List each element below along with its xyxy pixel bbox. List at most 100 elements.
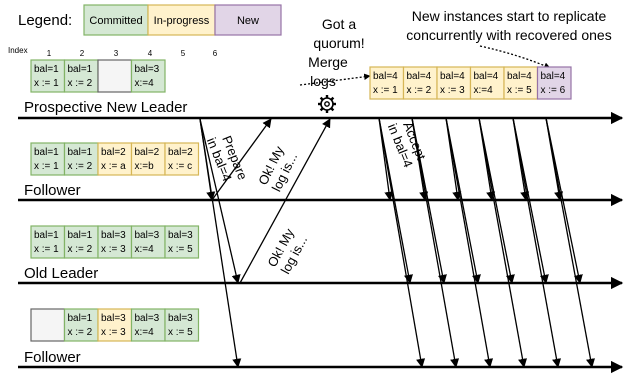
lane-4-cell [30,308,66,342]
lane-2-cell: bal=1x := 1 [30,142,66,176]
cell-ballot: bal=3 [135,64,160,75]
lane-1-cell: bal=1x := 2 [63,59,99,93]
cell-value: x := 1 [34,78,59,89]
accept-arrow [478,117,528,368]
log-cell-box [30,308,66,342]
promise-arrow-old-leader [239,118,331,284]
replicate-note-arrow [479,45,551,69]
legend-swatch [147,4,216,36]
index-number: 4 [148,49,153,58]
cell-ballot: bal=1 [68,147,93,158]
cell-value: x := 3 [101,244,126,255]
index-number: 2 [80,49,85,58]
cell-value: x := c [168,161,192,172]
lane-label-prospective-leader: Prospective New Leader [24,99,187,116]
cell-ballot: bal=2 [135,147,160,158]
lane-3-cell: bal=1 x := 1 [30,225,66,259]
accept-arrow [411,117,460,368]
lane-3-cell: bal=1x := 2 [63,225,99,259]
index-number: 1 [47,49,52,58]
log-cell-box [402,66,438,100]
log-cell-box [97,59,133,93]
log-cell-box [30,142,66,176]
lane-1-cell: bal=1 x := 1 [30,59,66,93]
log-cell-box [130,225,166,259]
cell-value: x := 5 [168,244,193,255]
cell-value: x := a [101,161,126,172]
cell-value: x := 3 [440,85,465,96]
legend-label: Committed [89,15,142,27]
accept-label: Accept in bal=4 [385,120,429,170]
replicate-line-1: New instances start to replicate [412,8,607,24]
log-cell-box [469,66,505,100]
log-cell-box [30,225,66,259]
cell-ballot: bal=2 [101,147,126,158]
cell-ballot: bal=3 [168,313,193,324]
log-cell-box [130,142,166,176]
prepare-label: Prepare in bal=4 [204,134,251,184]
cell-ballot: bal=1 [34,64,59,75]
accept-arrow [545,117,595,368]
legend-title: Legend: [18,12,72,29]
legend-item-committed: Committed [83,4,149,36]
index-label: Index [8,46,28,55]
lane-2-cell: bal=2 x:=b [130,142,166,176]
merged-cell: bal=4x := 1 [369,66,405,100]
accept-arrow [512,117,562,368]
cell-value: x := 6 [541,85,566,96]
cell-ballot: bal=4 [507,71,532,82]
cell-value: x:=b [135,161,155,172]
lane-4-cell: bal=3x := 3 [97,308,133,342]
lane-4-cell: bal=1 x := 2 [63,308,99,342]
quorum-note-arrow [299,73,371,86]
lane-log-1: bal=1 x := 1 bal=1x := 2 bal=3x:=4 [30,59,166,93]
lane-3-cell: bal=3 x := 5 [164,225,200,259]
cell-value: x := 1 [34,244,59,255]
legend-swatch [83,4,149,36]
legend-label: New [237,15,259,27]
cell-ballot: bal=3 [101,313,126,324]
log-cell-box [436,66,472,100]
cell-ballot: bal=1 [68,230,93,241]
quorum-line-1: Got a [322,16,356,32]
merged-cell: bal=4x:=4 [469,66,505,100]
merged-cell: bal=4 x := 5 [503,66,539,100]
cell-ballot: bal=4 [407,71,432,82]
log-cell-box [164,225,200,259]
lane-1-cell: bal=3x:=4 [130,59,166,93]
lane-4-cell: bal=3x := 5 [164,308,200,342]
lane-2-cell: bal=1x := 2 [63,142,99,176]
log-cell-box [63,225,99,259]
promise-old-leader-label: Ok! My log is... [264,226,310,277]
log-cell-box [503,66,539,100]
lane-label-follower-2: Follower [24,349,81,366]
cell-ballot: bal=1 [68,313,93,324]
cell-value: x:=4 [135,244,155,255]
legend: Legend: Committed In-progress New [18,4,282,36]
legend-item-new: New [214,4,282,36]
cell-ballot: bal=4 [474,71,499,82]
lane-3-cell: bal=3x:=4 [130,225,166,259]
replicate-note: New instances start to replicate concurr… [406,8,611,43]
gear-icon [318,95,336,113]
lane-3-cell: bal=3x := 3 [97,225,133,259]
quorum-line-4: logs [310,73,336,89]
legend-label: In-progress [154,15,210,27]
log-cell-box [63,308,99,342]
lane-4-cell: bal=3x:=4 [130,308,166,342]
cell-ballot: bal=3 [168,230,193,241]
log-cell-box [164,142,200,176]
cell-ballot: bal=1 [34,230,59,241]
log-cell-box [536,66,572,100]
cell-value: x := 2 [68,327,93,338]
merged-cell: bal=4 x := 2 [402,66,438,100]
cell-ballot: bal=1 [68,64,93,75]
cell-value: x := 2 [407,85,432,96]
index-number: 5 [181,49,186,58]
log-cell-box [130,308,166,342]
cell-value: x := 5 [507,85,532,96]
